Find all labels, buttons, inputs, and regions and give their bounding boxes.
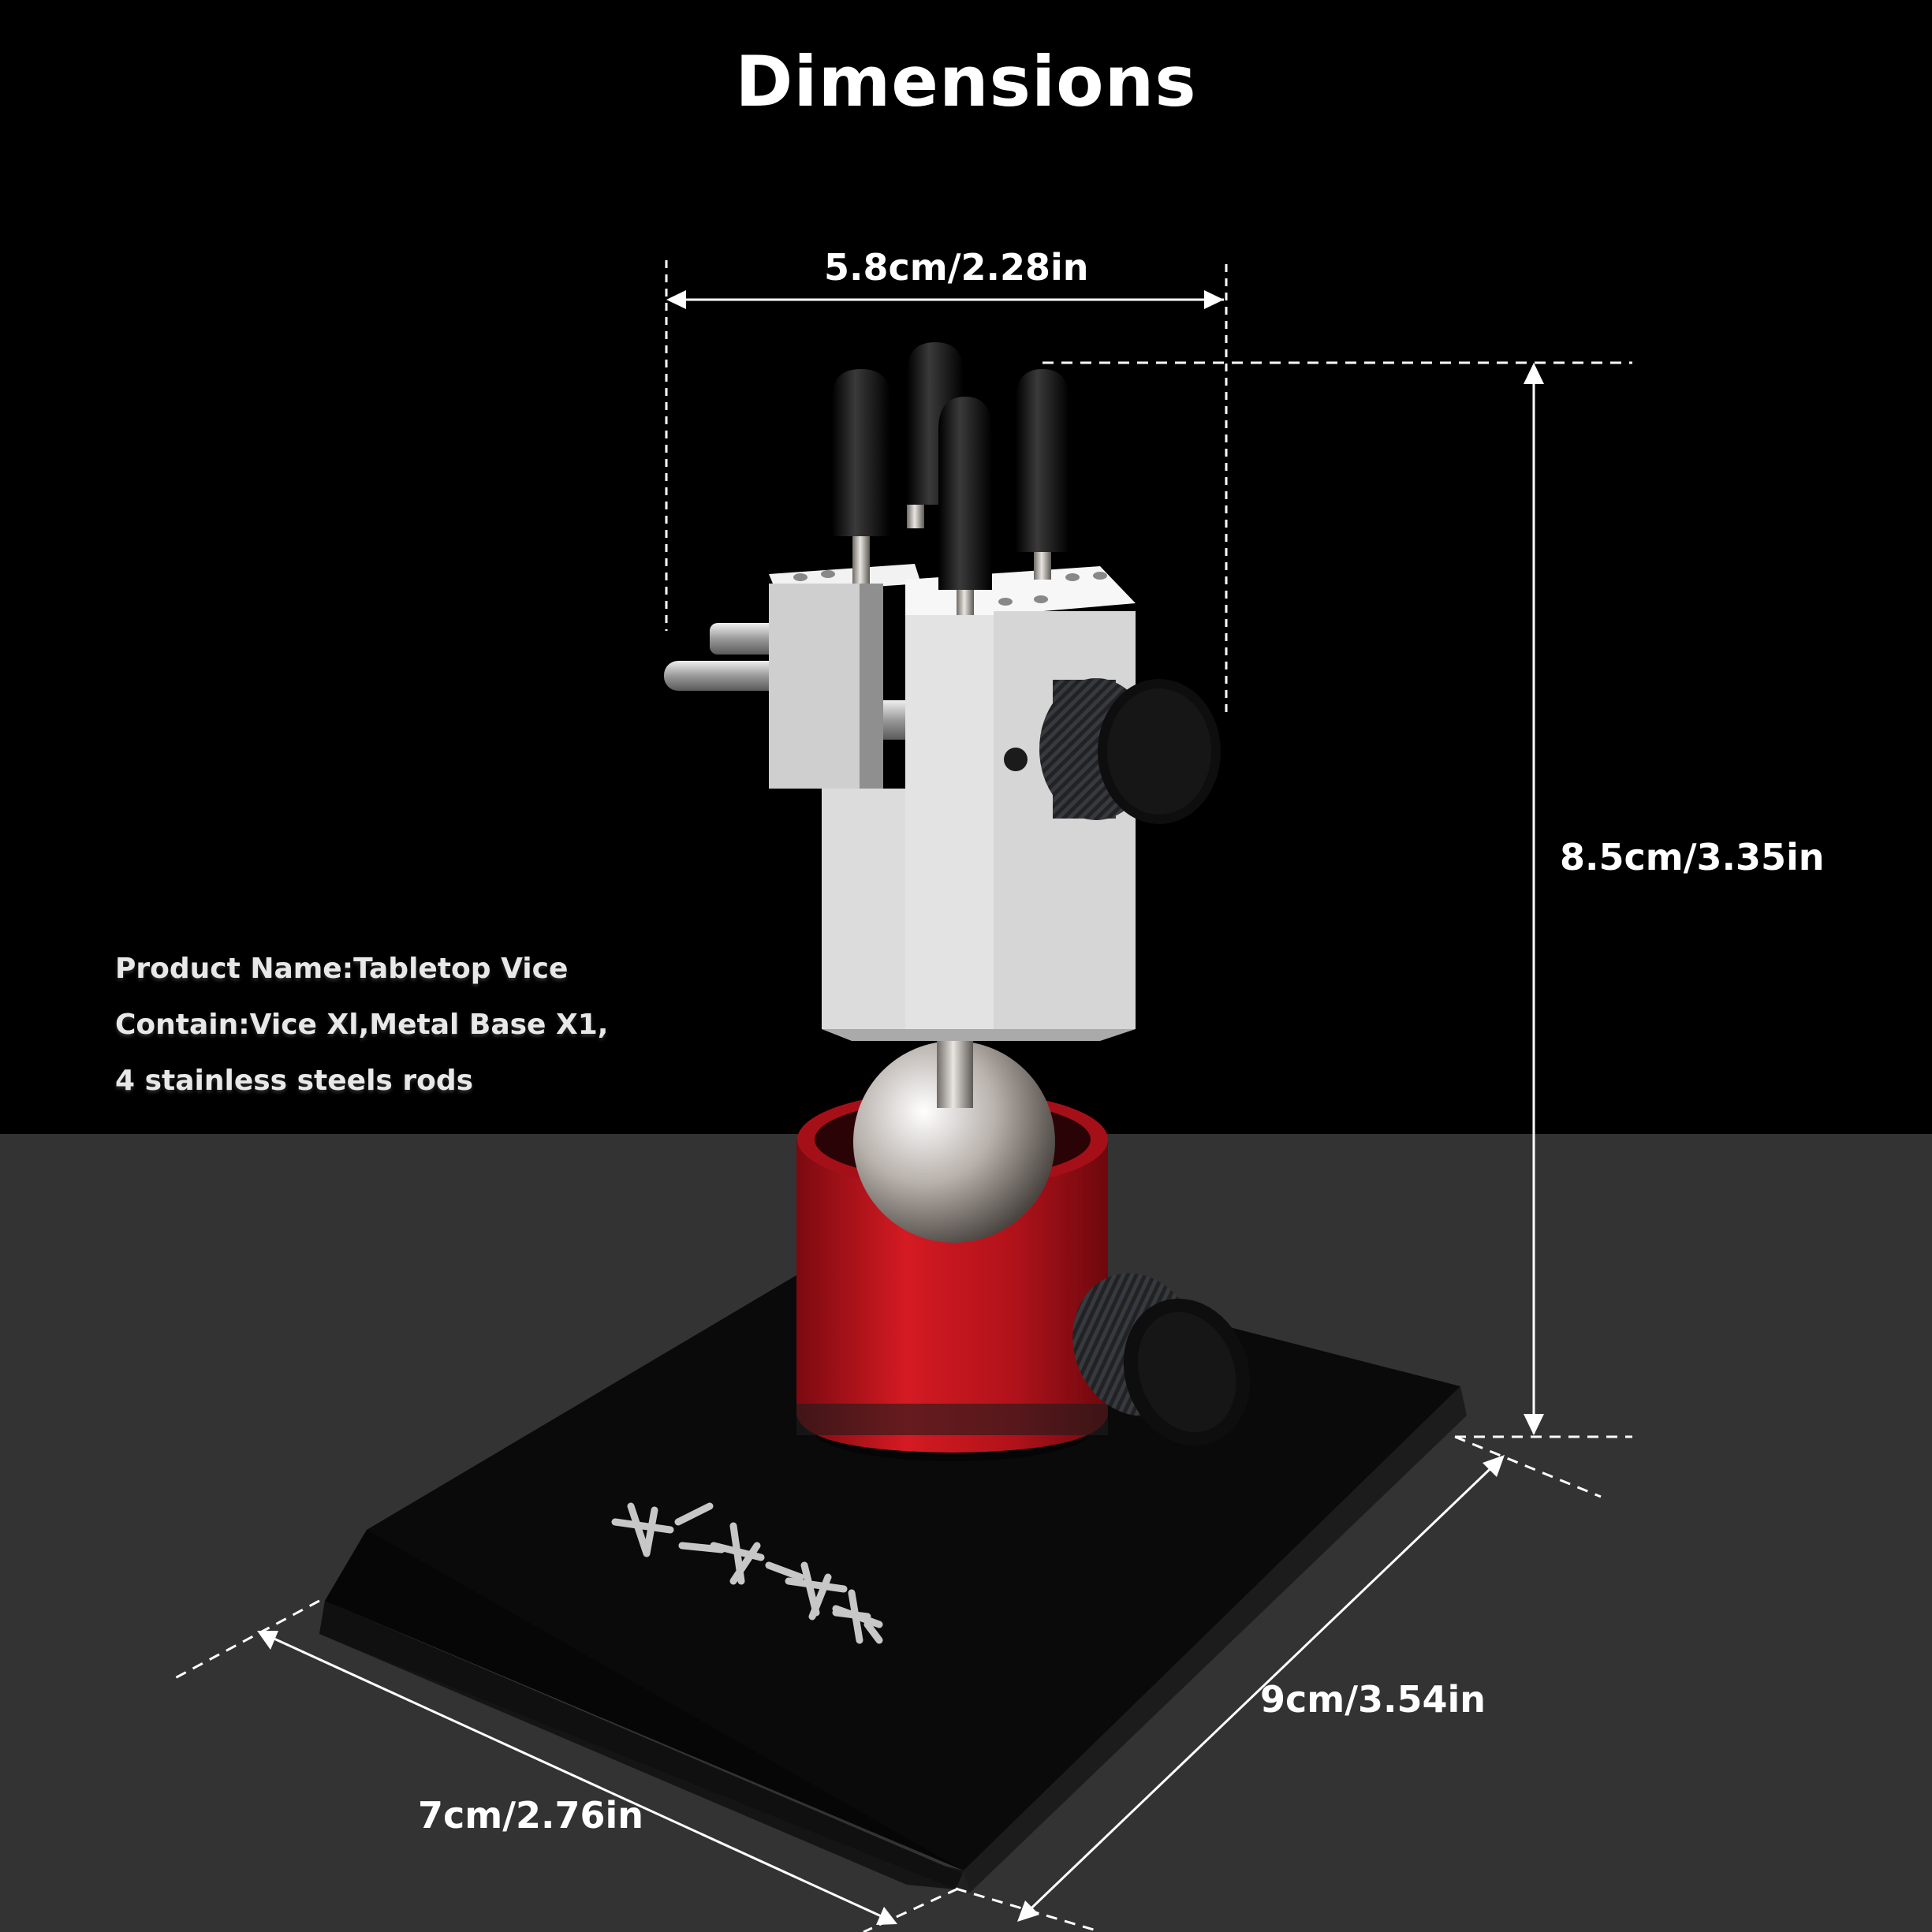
depth-dimension-label: 9cm/3.54in bbox=[1260, 1678, 1486, 1721]
brand-logo bbox=[611, 1502, 883, 1644]
vice-knob bbox=[1039, 678, 1221, 824]
dimension-arrowheads bbox=[257, 290, 1544, 1925]
page-title: Dimensions bbox=[735, 41, 1197, 122]
width-dimension-label: 5.8cm/2.28in bbox=[824, 246, 1089, 289]
product-name-text: Product Name:Tabletop Vice bbox=[115, 953, 569, 985]
dimension-lines bbox=[174, 260, 1632, 1932]
package-contents-text: Contain:Vice Xl,Metal Base X1, bbox=[115, 1009, 609, 1041]
stainless-steel-rods bbox=[832, 342, 1069, 615]
package-rods-text: 4 stainless steels rods bbox=[115, 1065, 474, 1097]
steel-ball bbox=[853, 1041, 1055, 1243]
length-dimension-label: 7cm/2.76in bbox=[418, 1794, 644, 1837]
ball-mount-knob bbox=[1072, 1273, 1251, 1446]
height-dimension-label: 8.5cm/3.35in bbox=[1560, 836, 1825, 878]
